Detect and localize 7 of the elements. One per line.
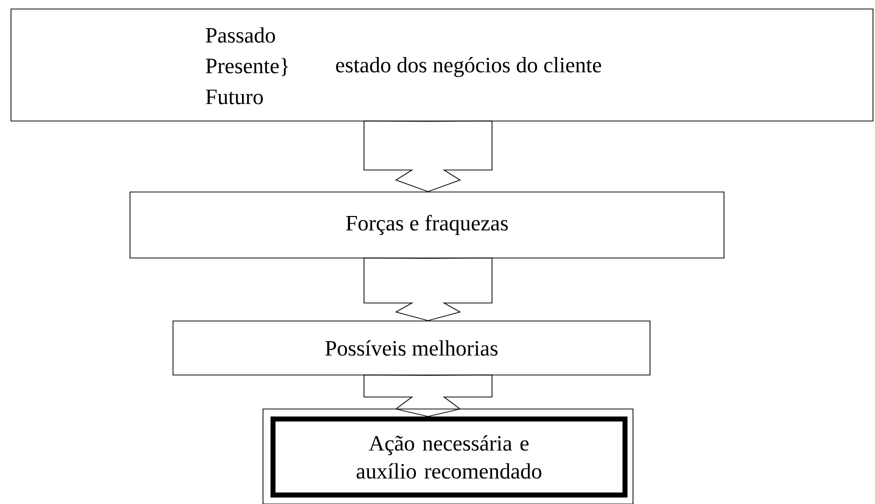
block-arrow — [364, 374, 492, 417]
process-box: Forças e fraquezas — [130, 192, 724, 258]
block-arrow — [364, 120, 492, 192]
framed-box: Ação necessária e auxílio recomendado — [262, 408, 634, 504]
text-box: Passado Presente} estado dos negócios do cliente Futuro — [10, 8, 874, 122]
block-arrow — [364, 258, 492, 321]
process-box: Possíveis melhorias — [172, 320, 650, 376]
